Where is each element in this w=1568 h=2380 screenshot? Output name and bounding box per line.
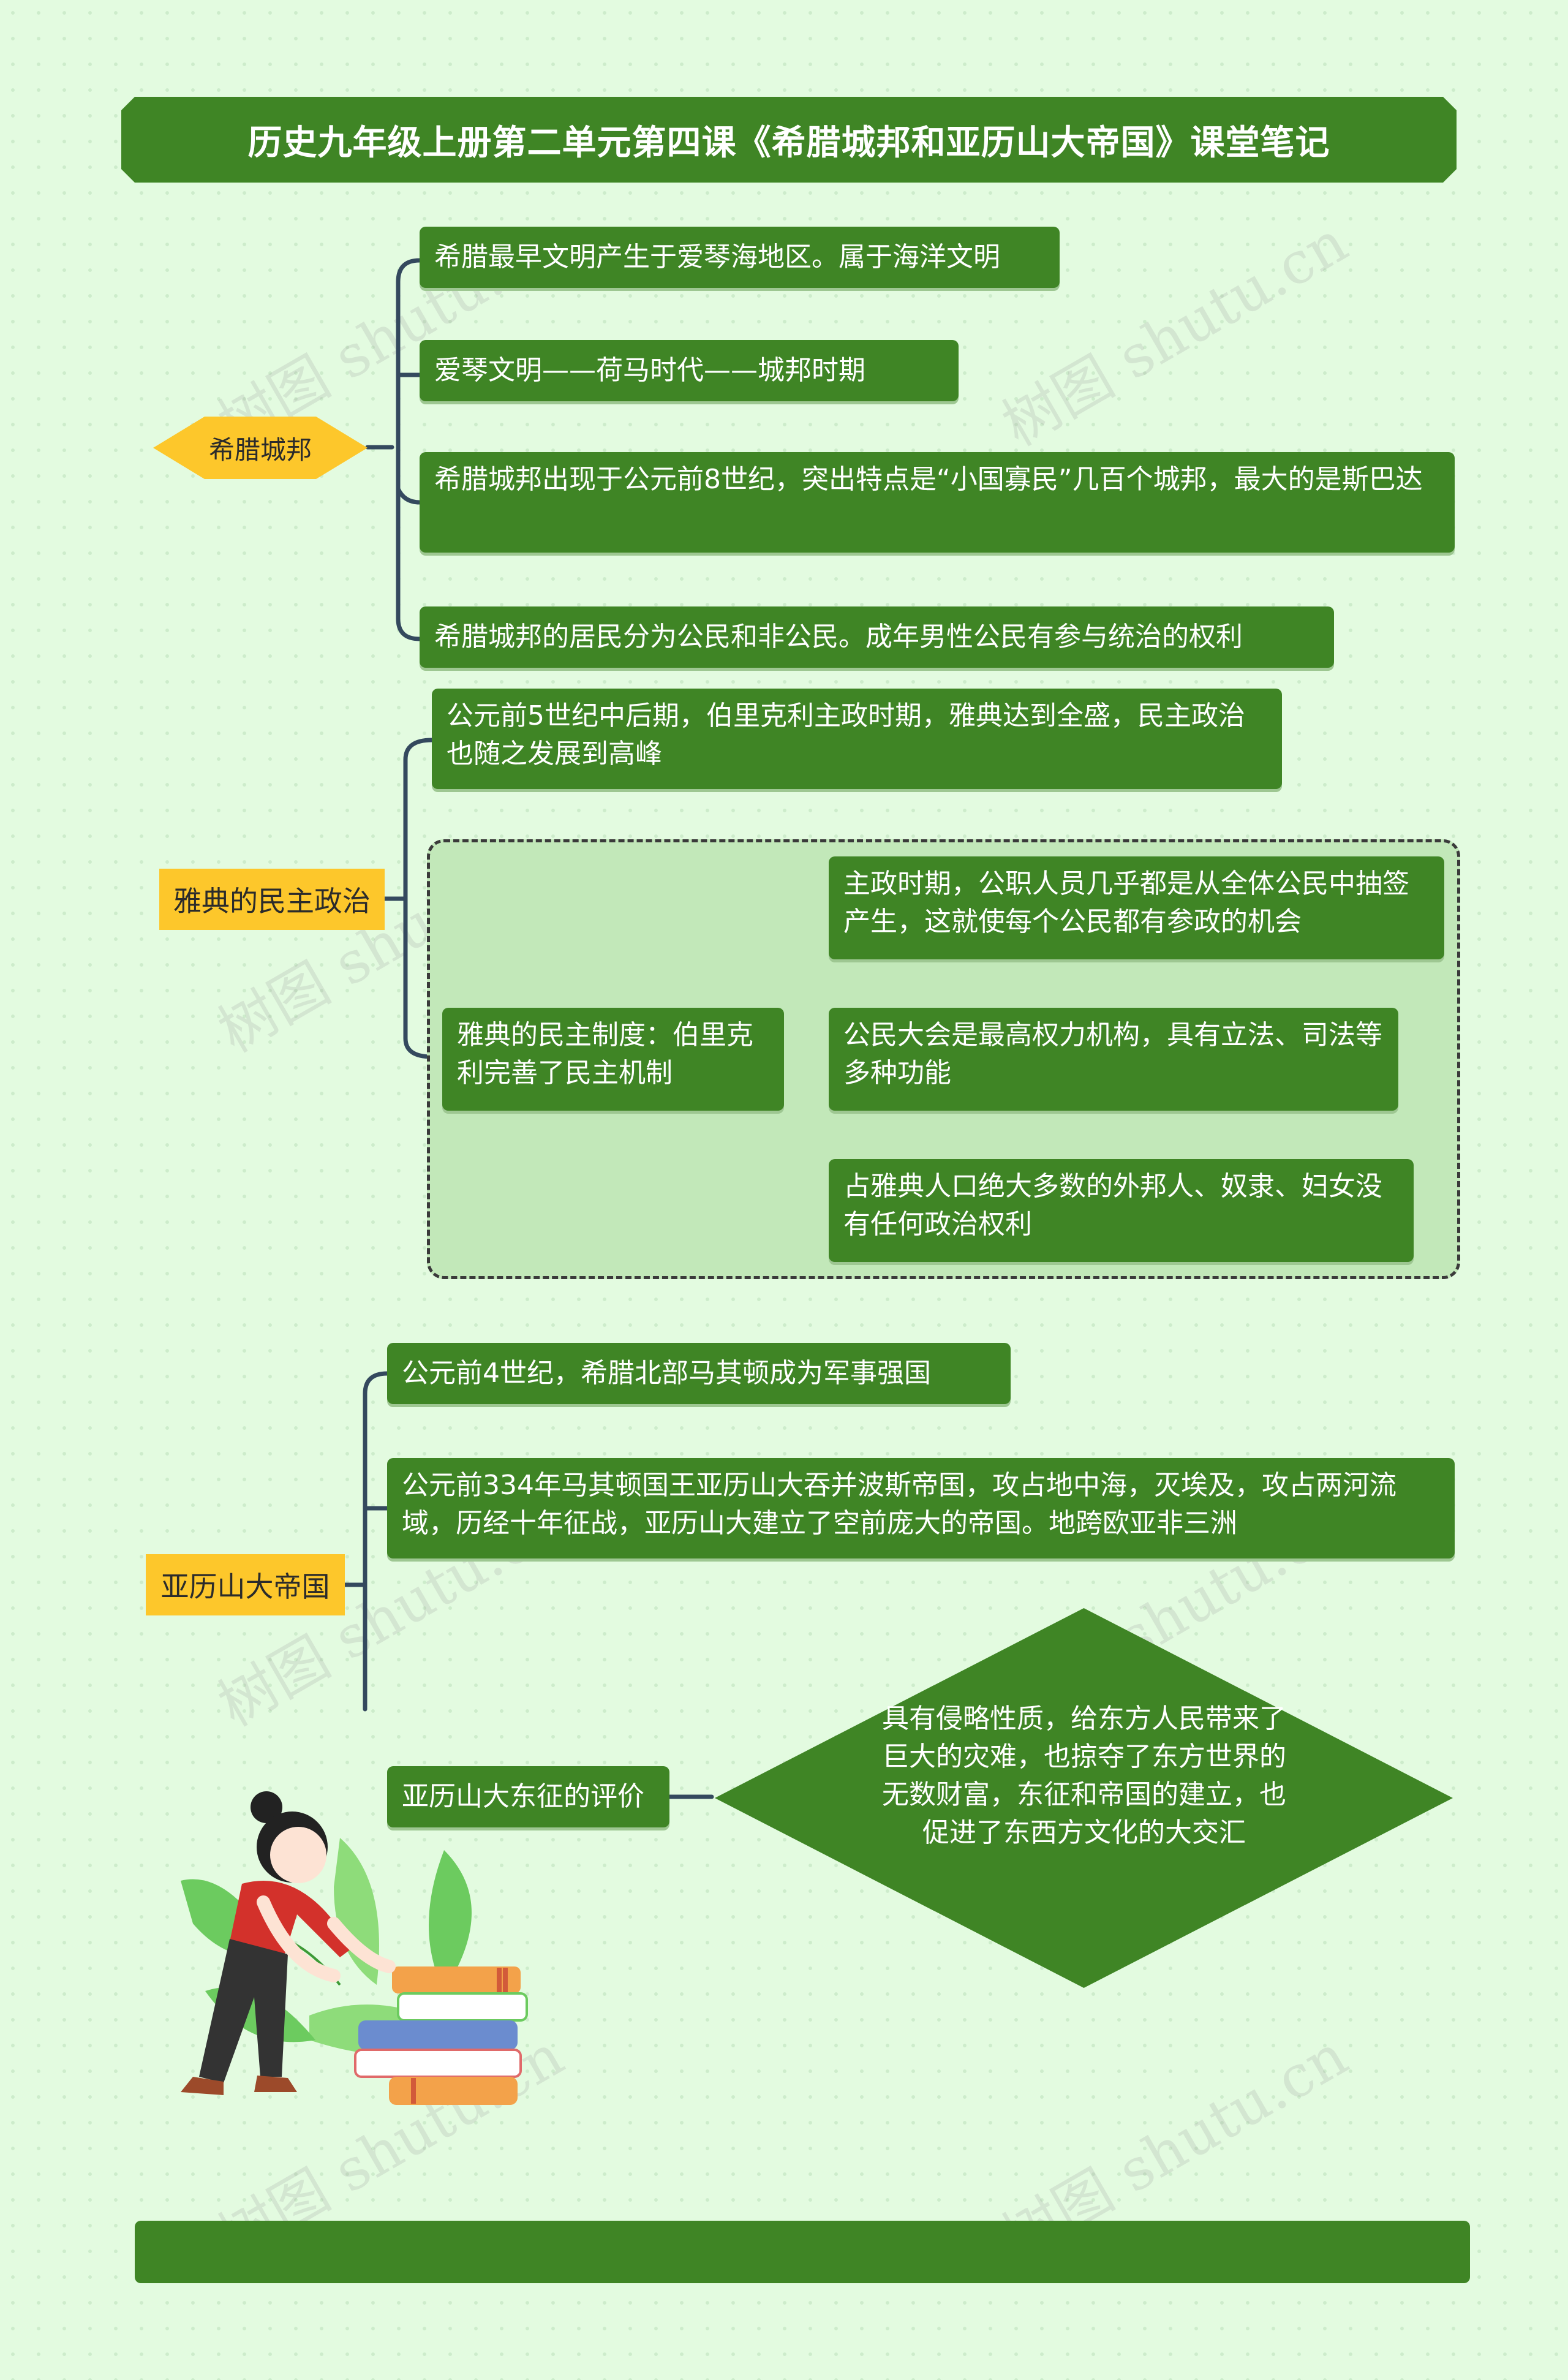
- note-greek-3: 希腊城邦出现于公元前8世纪，突出特点是“小国寡民”几百个城邦，最大的是斯巴达: [420, 452, 1455, 553]
- athens-system-label: 雅典的民主制度：伯里克利完善了民主机制: [457, 1019, 753, 1089]
- topic-athens-democracy: 雅典的民主政治: [159, 869, 385, 930]
- evaluation-text: 具有侵略性质，给东方人民带来了巨大的灾难，也掠夺了东方世界的无数财富，东征和帝国…: [882, 1703, 1286, 1848]
- illustration-girl-books-icon: [181, 1791, 528, 2105]
- footer-bar: [135, 2221, 1470, 2283]
- note-alexander-1: 公元前4世纪，希腊北部马其顿成为军事强国: [387, 1343, 1011, 1404]
- note-greek-1: 希腊最早文明产生于爱琴海地区。属于海洋文明: [420, 227, 1060, 288]
- topic-alexander-empire: 亚历山大帝国: [146, 1554, 345, 1615]
- page-title: 历史九年级上册第二单元第四课《希腊城邦和亚历山大帝国》课堂笔记: [121, 97, 1457, 183]
- topic-greek-city-states: 希腊城邦: [153, 417, 368, 479]
- note-athens-system-2: 公民大会是最高权力机构，具有立法、司法等多种功能: [829, 1008, 1398, 1111]
- topic-label: 雅典的民主政治: [173, 885, 371, 918]
- athens-system-node: 雅典的民主制度：伯里克利完善了民主机制: [442, 1008, 784, 1111]
- note-athens-system-3: 占雅典人口绝大多数的外邦人、奴隶、妇女没有任何政治权利: [829, 1159, 1414, 1262]
- topic-label: 希腊城邦: [208, 434, 312, 465]
- alexander-evaluation-node: 亚历山大东征的评价: [387, 1766, 669, 1827]
- note-athens-1: 公元前5世纪中后期，伯里克利主政时期，雅典达到全盛，民主政治也随之发展到高峰: [432, 689, 1282, 789]
- note-greek-2: 爱琴文明——荷马时代——城邦时期: [420, 340, 959, 401]
- note-alexander-2: 公元前334年马其顿国王亚历山大吞并波斯帝国，攻占地中海，灭埃及，攻占两河流域，…: [387, 1458, 1455, 1558]
- topic-label: 亚历山大帝国: [160, 1570, 330, 1603]
- note-athens-system-1: 主政时期，公职人员几乎都是从全体公民中抽签产生，这就使每个公民都有参政的机会: [829, 856, 1444, 959]
- note-greek-4: 希腊城邦的居民分为公民和非公民。成年男性公民有参与统治的权利: [420, 606, 1334, 668]
